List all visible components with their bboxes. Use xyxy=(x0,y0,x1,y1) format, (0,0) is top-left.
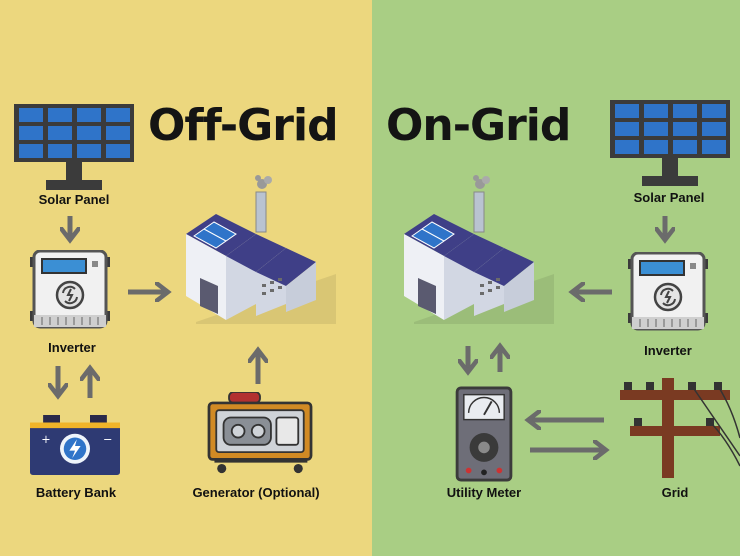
off-grid-title: Off-Grid xyxy=(148,100,339,151)
off-grid-inverter-icon xyxy=(30,250,110,329)
on-grid-title: On-Grid xyxy=(386,100,571,151)
off-grid-inverter-label: Inverter xyxy=(48,340,96,355)
grid-label: Grid xyxy=(661,485,689,500)
utility-meter-label: Utility Meter xyxy=(446,485,522,500)
generator-label: Generator (Optional) xyxy=(192,485,320,500)
battery-icon xyxy=(30,415,120,475)
on-grid-solar-panel-label: Solar Panel xyxy=(633,190,705,205)
battery-bank-label: Battery Bank xyxy=(35,485,117,500)
generator-icon xyxy=(207,392,313,474)
on-grid-inverter-icon xyxy=(628,252,708,331)
on-grid-inverter-label: Inverter xyxy=(644,343,692,358)
utility-meter-icon xyxy=(455,386,513,482)
off-grid-solar-panel-label: Solar Panel xyxy=(38,192,110,207)
